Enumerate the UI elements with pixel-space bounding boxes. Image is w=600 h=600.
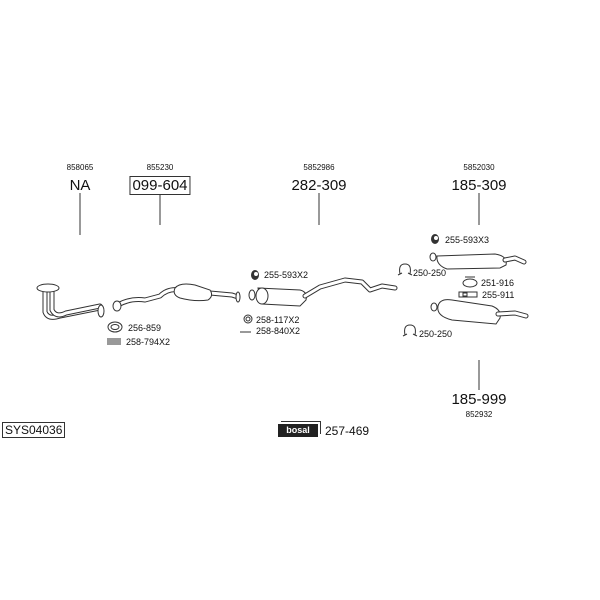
brand-kit-code[interactable]: 257-469 — [325, 424, 370, 438]
accessory-258-794x2[interactable]: 258-794X2 — [126, 337, 171, 347]
part-ref-5852030: 5852030 — [463, 163, 495, 172]
leader-lines — [79, 193, 480, 390]
part-code-na[interactable]: NA — [69, 177, 91, 194]
ring-icon — [243, 314, 253, 324]
part-ref-855230: 855230 — [146, 163, 174, 172]
accessory-251-916[interactable]: 251-916 — [481, 278, 515, 288]
accessory-250-250-lower[interactable]: 250-250 — [419, 329, 453, 339]
clamp-icon — [402, 324, 418, 337]
accessory-255-593x3[interactable]: 255-593X3 — [445, 235, 490, 245]
accessory-258-117x2[interactable]: 258-117X2 — [256, 315, 300, 325]
clamp-ring-icon — [462, 276, 478, 288]
part-code-282-309[interactable]: 282-309 — [291, 177, 347, 194]
clamp-icon — [397, 263, 413, 276]
gasket-icon — [107, 321, 123, 333]
mount-icon — [458, 291, 478, 298]
accessory-250-250[interactable]: 250-250 — [413, 268, 447, 278]
bosal-logo: bosal — [278, 424, 318, 437]
hanger-icon — [251, 270, 259, 280]
hanger-icon — [431, 234, 439, 244]
part-code-185-999[interactable]: 185-999 — [451, 391, 507, 408]
accessory-258-840x2[interactable]: 258-840X2 — [256, 326, 301, 336]
part-ref-858065: 858065 — [66, 163, 94, 172]
accessory-256-859[interactable]: 256-859 — [128, 323, 162, 333]
system-code: SYS04036 — [2, 422, 66, 438]
front-pipe-part — [36, 283, 105, 320]
accessory-255-593x2[interactable]: 255-593X2 — [264, 270, 309, 280]
part-code-185-309[interactable]: 185-309 — [451, 177, 507, 194]
rear-muffler-alt-part — [430, 299, 529, 325]
rear-muffler-part — [429, 252, 527, 270]
accessory-255-911[interactable]: 255-911 — [482, 290, 515, 300]
part-code-099-604[interactable]: 099-604 — [129, 176, 191, 195]
spring-icon — [107, 338, 121, 345]
middle-muffler-part — [248, 277, 398, 307]
catalyst-pipe-part — [112, 283, 241, 312]
part-ref-852932: 852932 — [465, 410, 493, 419]
part-ref-5852986: 5852986 — [303, 163, 335, 172]
